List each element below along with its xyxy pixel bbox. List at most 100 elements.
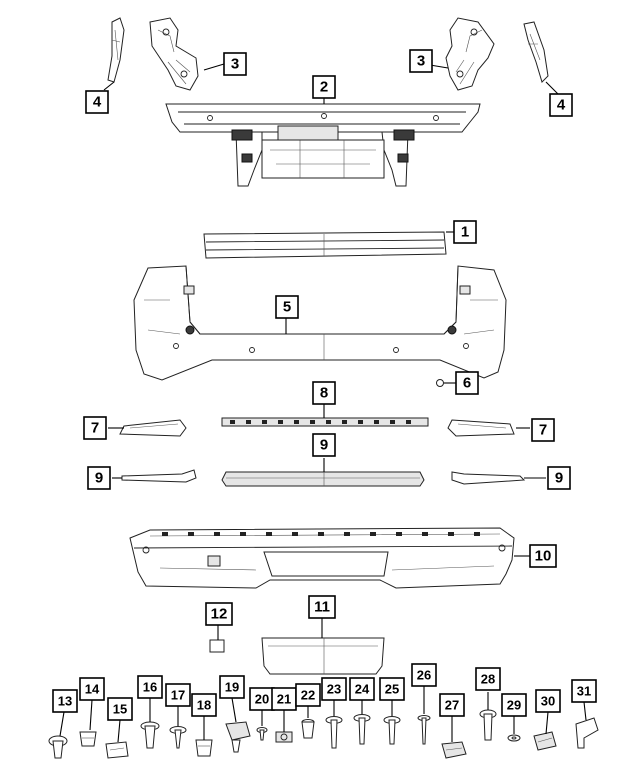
callout-label: 11: [314, 599, 330, 616]
callout-9-right: 9: [547, 466, 571, 490]
callout-6: 6: [455, 371, 479, 395]
callout-label: 6: [463, 375, 471, 392]
part-11-license-trim: [261, 637, 385, 675]
callout-label: 23: [327, 682, 341, 697]
callout-11: 11: [308, 595, 336, 619]
callout-26: 26: [411, 663, 437, 687]
part-21-nut: [275, 731, 293, 743]
callout-28: 28: [475, 667, 501, 691]
callout-9-left: 9: [87, 466, 111, 490]
part-3-right-bracket: [445, 17, 495, 91]
callout-7-right: 7: [531, 418, 555, 442]
callout-label: 21: [277, 692, 291, 707]
callout-label: 17: [171, 688, 185, 703]
callout-label: 20: [255, 692, 269, 707]
part-25-bolt: [383, 716, 401, 745]
part-15-nut: [105, 741, 129, 759]
callout-10: 10: [529, 544, 557, 568]
callout-label: 27: [445, 698, 459, 713]
callout-7-left: 7: [83, 416, 107, 440]
part-20-screw: [256, 727, 268, 741]
callout-label: 13: [58, 694, 72, 709]
part-2-reinforcement: [165, 103, 481, 187]
part-5-fascia-upper: [133, 265, 507, 381]
callout-label: 8: [320, 385, 328, 402]
callout-label: 9: [320, 437, 328, 454]
callout-label: 7: [539, 422, 547, 439]
callout-label: 16: [143, 680, 157, 695]
callout-19: 19: [219, 675, 245, 699]
callout-label: 19: [225, 680, 239, 695]
callout-12: 12: [205, 602, 233, 626]
part-31-bracket: [575, 717, 599, 749]
part-9-right-trim: [451, 471, 526, 485]
callout-31: 31: [571, 679, 597, 703]
callout-label: 15: [113, 702, 127, 717]
callout-label: 5: [283, 299, 291, 316]
callout-label: 7: [91, 420, 99, 437]
callout-label: 28: [481, 672, 495, 687]
part-16-rivet: [140, 721, 160, 749]
part-26-push-rivet: [417, 715, 431, 745]
part-17-screw: [169, 726, 187, 749]
part-29-washer: [507, 734, 521, 742]
callout-label: 4: [93, 94, 102, 111]
callout-27: 27: [439, 693, 465, 717]
callout-3-right: 3: [409, 49, 433, 73]
callout-label: 14: [85, 682, 100, 697]
callout-label: 10: [535, 548, 552, 565]
part-14-clip: [79, 731, 97, 747]
callout-label: 24: [355, 682, 370, 697]
callout-18: 18: [191, 693, 217, 717]
callout-label: 3: [417, 53, 425, 70]
callout-2: 2: [312, 75, 336, 99]
part-13-push-pin: [48, 735, 68, 759]
callout-label: 30: [541, 694, 555, 709]
callout-15: 15: [107, 697, 133, 721]
part-7-right-reflector: [447, 419, 515, 437]
callout-4-left: 4: [85, 90, 109, 114]
part-1-energy-absorber: [203, 231, 447, 259]
callout-22: 22: [295, 683, 321, 707]
callout-23: 23: [321, 677, 347, 701]
part-7-left-reflector: [119, 419, 187, 437]
callout-label: 4: [557, 97, 566, 114]
part-3-left-bracket: [149, 17, 199, 91]
callout-label: 2: [320, 79, 328, 96]
callout-4-right: 4: [549, 93, 573, 117]
callout-21: 21: [271, 687, 297, 711]
callout-label: 22: [301, 688, 315, 703]
part-30-clip: [533, 731, 557, 751]
callout-20: 20: [249, 687, 275, 711]
part-8-bracket-strip: [221, 417, 429, 427]
callout-label: 12: [211, 606, 228, 623]
callout-label: 3: [231, 56, 239, 73]
callout-label: 1: [461, 224, 469, 241]
callout-29: 29: [501, 693, 527, 717]
part-10-fascia-lower: [129, 527, 515, 589]
part-4-left-bracket: [107, 17, 125, 83]
callout-25: 25: [379, 677, 405, 701]
callout-label: 25: [385, 682, 399, 697]
part-12-cap: [209, 639, 225, 653]
callout-13: 13: [52, 689, 78, 713]
callout-label: 9: [555, 470, 563, 487]
part-6-plug: [436, 379, 444, 387]
part-27-clip-nut: [441, 741, 467, 759]
leader-lines: [59, 63, 587, 743]
callout-14: 14: [79, 677, 105, 701]
callout-30: 30: [535, 689, 561, 713]
callout-label: 31: [577, 684, 591, 699]
callout-24: 24: [349, 677, 375, 701]
part-24-bolt: [353, 714, 371, 745]
callout-3-left: 3: [223, 52, 247, 76]
callout-label: 29: [507, 698, 521, 713]
callout-17: 17: [165, 683, 191, 707]
callout-label: 9: [95, 470, 103, 487]
part-9-left-trim: [121, 469, 197, 483]
callout-label: 26: [417, 668, 431, 683]
part-19-retainer: [225, 721, 251, 753]
part-18-clip: [195, 739, 213, 757]
callout-5: 5: [275, 295, 299, 319]
